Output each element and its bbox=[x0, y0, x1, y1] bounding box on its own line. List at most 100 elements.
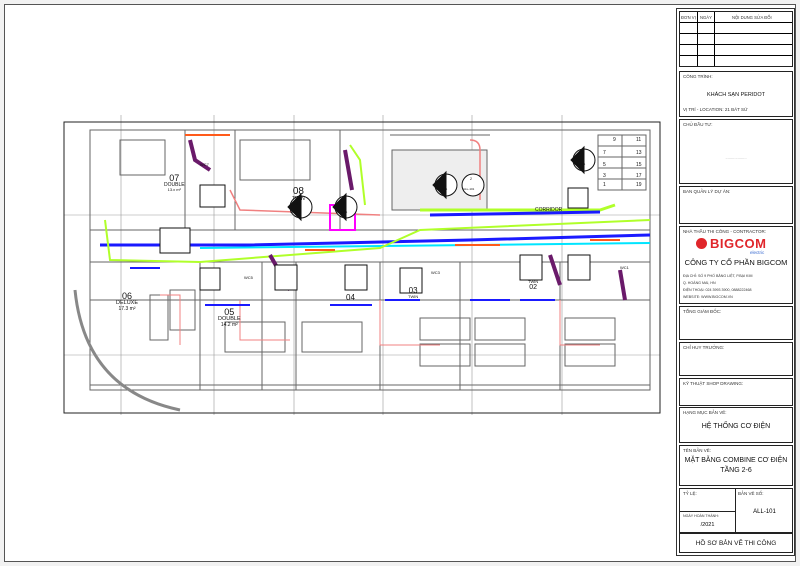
room-area: 14.2 m² bbox=[220, 321, 238, 328]
fcu-units bbox=[159, 184, 591, 294]
stair-number: 5 bbox=[603, 162, 606, 168]
section-markers bbox=[287, 145, 596, 222]
category-box: HẠNG MỤC BẢN VẼ: HỆ THỐNG CƠ ĐIỆN bbox=[679, 407, 793, 443]
stair-number: 19 bbox=[636, 182, 642, 188]
section-marker-ref: ALL-101 bbox=[290, 210, 302, 214]
stair-number: 9 bbox=[613, 137, 616, 143]
rev-header-unit: ĐƠN VỊ bbox=[681, 15, 696, 20]
revision-table: ĐƠN VỊ NGÀY NỘI DUNG SỬA ĐỔI bbox=[679, 11, 793, 67]
title-block: ĐƠN VỊ NGÀY NỘI DUNG SỬA ĐỔI CÔNG TRÌNH:… bbox=[676, 8, 795, 556]
scale-label: TỶ LỆ: bbox=[683, 491, 697, 496]
phone: ĐIỆN THOẠI: 024 3993 3900, 0888222468 bbox=[683, 288, 752, 292]
scale-number-box: TỶ LỆ: BẢN VẼ SỐ: ALL-101 NGÀY HOÀN THÀN… bbox=[679, 488, 793, 533]
logo-sub: electric bbox=[750, 250, 765, 255]
section-marker-label: 5 bbox=[296, 202, 298, 206]
owner-value: ................... bbox=[725, 155, 747, 160]
site-manager-box: CHỈ HUY TRƯỞNG: bbox=[679, 342, 793, 376]
pm-box: BAN QUẢN LÝ DỰ ÁN: bbox=[679, 186, 793, 224]
contractor-box: NHÀ THẦU THI CÔNG - CONTRACTOR: BIGCOM e… bbox=[679, 226, 793, 304]
room-type: TWIN bbox=[528, 279, 539, 284]
room-area: 17.3 m² bbox=[118, 305, 136, 312]
owner-box: CHỦ ĐẦU TƯ: ................... bbox=[679, 119, 793, 184]
room-number: 06 bbox=[122, 291, 133, 301]
section-marker-ref: ALL-101 bbox=[463, 187, 475, 191]
room-number: 04 bbox=[346, 293, 355, 302]
stair-number: 15 bbox=[636, 162, 642, 168]
room-number: 07 bbox=[169, 173, 180, 183]
stair-number: 1 bbox=[603, 182, 606, 188]
stair-number: 7 bbox=[603, 150, 606, 156]
room-type: TWIN bbox=[408, 294, 419, 299]
wc-label: WC1 bbox=[620, 265, 629, 270]
rev-header-date: NGÀY bbox=[700, 15, 712, 20]
stair-number: 3 bbox=[603, 173, 606, 179]
room-type: DOUBLE bbox=[218, 316, 241, 322]
website: WEBSITE: WWW.BIGCOM.VN bbox=[683, 295, 733, 299]
room-number: 05 bbox=[224, 307, 235, 317]
section-marker-ref: ALL-101 bbox=[336, 210, 348, 214]
logo-icon bbox=[696, 238, 707, 249]
section-marker-ref: ALL-101 bbox=[436, 187, 448, 191]
drawing-name-line-1: MẶT BẰNG COMBINE CƠ ĐIỆN bbox=[684, 457, 788, 464]
company-name: CÔNG TY CỔ PHẦN BIGCOM bbox=[684, 258, 788, 267]
logo-text: BIGCOM bbox=[710, 236, 767, 251]
room-04-label: 04 bbox=[346, 294, 355, 302]
shop-drawing-label: KỸ THUẬT SHOP DRAWING: bbox=[683, 381, 744, 386]
walls bbox=[73, 129, 651, 412]
drawing-name-box: TÊN BẢN VẼ: MẶT BẰNG COMBINE CƠ ĐIỆN TẦN… bbox=[679, 445, 793, 486]
room-type: DOUBLE bbox=[164, 182, 185, 188]
drawing-no-label: BẢN VẼ SỐ: bbox=[738, 491, 764, 496]
stair-number: 17 bbox=[636, 173, 642, 179]
section-marker-label: 6 bbox=[343, 202, 345, 206]
contractor-label: NHÀ THẦU THI CÔNG - CONTRACTOR: bbox=[683, 229, 767, 234]
rev-header-content: NỘI DUNG SỬA ĐỔI bbox=[732, 15, 772, 20]
location: VỊ TRÍ - LOCATION: 21 BÁT SỨ bbox=[683, 107, 748, 112]
director-box: TỔNG GIÁM ĐỐC: bbox=[679, 306, 793, 340]
address-line-1: ĐỊA CHỈ: SỐ 9 PHỐ BẰNG LIỆT, P.BẠI KIM bbox=[683, 274, 753, 278]
site-manager-label: CHỈ HUY TRƯỞNG: bbox=[683, 345, 725, 350]
section-marker-ref: ALL-101 bbox=[574, 162, 586, 166]
category-label: HẠNG MỤC BẢN VẼ: bbox=[683, 410, 727, 415]
room-number: 08 bbox=[292, 186, 304, 197]
section-marker-label: 2 bbox=[470, 177, 472, 181]
room-type: DELUXE bbox=[116, 300, 139, 306]
stair-number: 11 bbox=[636, 137, 642, 143]
bigcom-logo: BIGCOM bbox=[696, 236, 766, 251]
drawing-name-label: TÊN BẢN VẼ: bbox=[683, 448, 712, 453]
date-label: NGÀY HOÀN THÀNH: bbox=[683, 514, 719, 518]
wc-label: WC3 bbox=[431, 270, 440, 275]
stair-number: 13 bbox=[636, 150, 642, 156]
project-box: CÔNG TRÌNH: KHÁCH SẠN PERIDOT VỊ TRÍ - L… bbox=[679, 71, 793, 117]
diffusers bbox=[130, 267, 555, 306]
room-number: 02 bbox=[529, 284, 537, 291]
plan-frame bbox=[63, 121, 661, 414]
pm-label: BAN QUẢN LÝ DỰ ÁN: bbox=[683, 189, 731, 194]
dossier-box: HỒ SƠ BẢN VẼ THI CÔNG bbox=[679, 533, 793, 553]
shop-drawing-box: KỸ THUẬT SHOP DRAWING: bbox=[679, 378, 793, 406]
project-label: CÔNG TRÌNH: bbox=[683, 74, 713, 79]
project-name: KHÁCH SẠN PERIDOT bbox=[706, 92, 766, 98]
section-marker-label: 3 bbox=[443, 177, 445, 181]
room-number: 03 bbox=[408, 286, 418, 295]
address-line-2: Q. HOÀNG MAI, HN bbox=[683, 281, 716, 285]
category: HỆ THỐNG CƠ ĐIỆN bbox=[701, 423, 771, 430]
drawing-no: ALL-101 bbox=[753, 509, 776, 515]
date: /2021 bbox=[700, 522, 715, 528]
floor-plan bbox=[63, 115, 661, 415]
drawing-name-line-2: TẦNG 2-6 bbox=[720, 467, 752, 474]
wc-label: WC5 bbox=[244, 275, 253, 280]
owner-label: CHỦ ĐẦU TƯ: bbox=[683, 122, 713, 127]
director-label: TỔNG GIÁM ĐỐC: bbox=[683, 309, 722, 314]
corridor-label: CORRIDOR bbox=[535, 207, 563, 213]
room-area: 13.x m² bbox=[167, 187, 181, 192]
section-marker-label: 1 bbox=[582, 152, 584, 156]
room-type: TWIN bbox=[292, 196, 305, 202]
dossier-title: HỒ SƠ BẢN VẼ THI CÔNG bbox=[695, 540, 777, 547]
wc-label: WC7 bbox=[200, 162, 209, 167]
